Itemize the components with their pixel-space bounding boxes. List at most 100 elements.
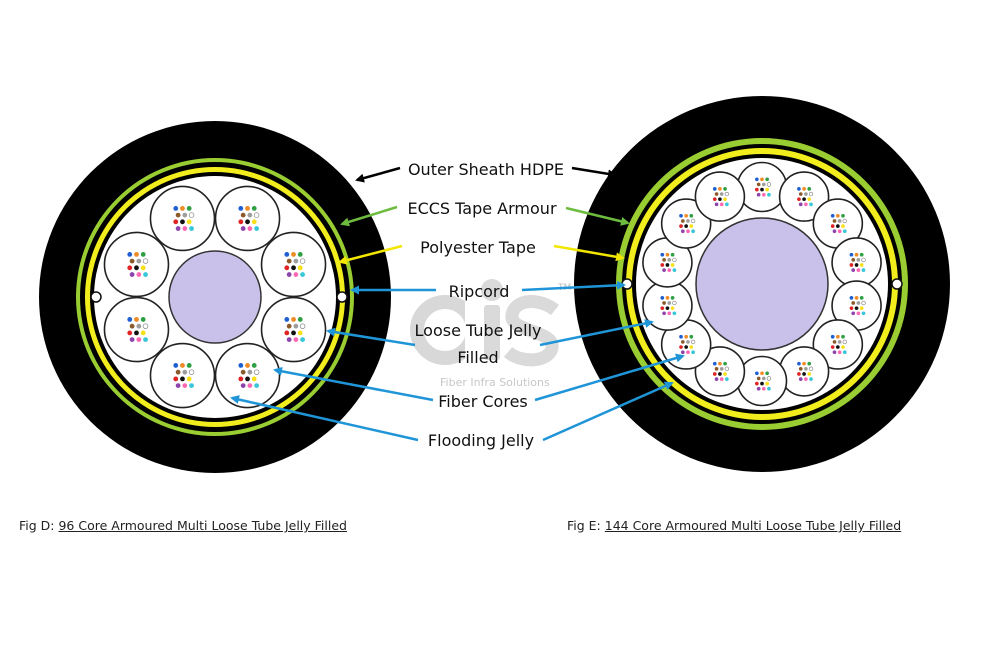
fiber-core <box>851 268 856 272</box>
fiber-core <box>680 350 685 355</box>
fiber-core <box>672 257 677 262</box>
fiber-core <box>684 345 688 349</box>
fiber-core <box>719 192 724 196</box>
label-loose-tube-line1: Loose Tube Jelly <box>415 321 542 340</box>
fiber-core <box>670 263 675 267</box>
fiber-core <box>286 337 292 343</box>
fiber-core <box>802 361 806 366</box>
fiber-core <box>291 317 296 322</box>
fiber-core <box>180 219 185 225</box>
fiber-core <box>175 212 181 218</box>
fiber-core <box>690 339 696 345</box>
fiber-core <box>679 213 683 218</box>
fiber-core <box>136 258 142 264</box>
fiber-core <box>841 213 845 218</box>
fiber-core <box>662 258 666 262</box>
fiber-core <box>723 372 727 376</box>
fiber-core <box>859 306 864 310</box>
fiber-core <box>842 218 847 224</box>
ripcord <box>90 291 102 303</box>
fiber-core <box>755 187 759 192</box>
fiber-core <box>299 258 306 264</box>
caption-fig-e-title: 144 Core Armoured Multi Loose Tube Jelly… <box>604 518 902 533</box>
fiber-core <box>684 213 688 218</box>
fiber-core <box>849 296 854 300</box>
fiber-core <box>293 258 299 264</box>
fiber-core <box>173 376 179 382</box>
fiber-core <box>723 361 727 366</box>
fiber-core <box>679 224 683 228</box>
fiber-core <box>851 301 856 305</box>
fiber-core <box>665 296 670 300</box>
fiber-core <box>180 363 185 368</box>
fiber-core <box>284 317 290 322</box>
fiber-core <box>718 187 722 191</box>
fiber-core <box>756 376 761 381</box>
fiber-core <box>765 371 769 376</box>
cis-watermark: Fiber Infra Solutions TM <box>410 279 571 389</box>
fiber-core <box>175 226 181 231</box>
fiber-core <box>724 191 729 197</box>
arrow-flooding-left <box>230 395 419 442</box>
fiber-core <box>837 350 842 355</box>
fiber-core <box>798 377 803 381</box>
fiber-core <box>238 219 244 225</box>
fiber-core <box>756 386 761 391</box>
arrow-armour-right <box>565 206 630 226</box>
arrow-loose-tube-right <box>539 319 654 347</box>
fiber-core <box>859 296 864 300</box>
fiber-core <box>665 263 670 267</box>
fiber-core <box>680 219 685 223</box>
fiber-core <box>859 263 864 267</box>
fiber-core <box>291 330 296 336</box>
watermark-tagline: Fiber Infra Solutions <box>440 376 550 389</box>
fiber-core <box>670 252 675 257</box>
fiber-core <box>714 192 719 196</box>
fiber-core <box>851 311 856 316</box>
fiber-core <box>182 369 188 375</box>
fiber-core <box>186 376 192 382</box>
fiber-core <box>849 252 854 257</box>
fiber-core <box>247 383 253 389</box>
fiber-core <box>136 337 142 343</box>
fiber-core <box>691 229 695 234</box>
fiber-core <box>660 306 665 310</box>
fiber-core <box>804 202 808 207</box>
fiber-core <box>293 337 299 343</box>
loose-tube <box>778 346 830 397</box>
fiber-core <box>760 187 764 192</box>
fiber-core <box>300 272 306 277</box>
fiber-core <box>755 381 759 386</box>
label-fiber-cores: Fiber Cores <box>438 392 528 411</box>
fiber-core <box>689 213 694 218</box>
fiber-core <box>766 376 772 381</box>
fiber-core <box>765 187 769 192</box>
caption-fig-d: Fig D: 96 Core Armoured Multi Loose Tube… <box>19 518 347 533</box>
fiber-core <box>797 361 801 366</box>
loose-tube <box>260 296 327 363</box>
fiber-core <box>253 212 260 218</box>
fiber-core <box>841 334 845 339</box>
fiber-core <box>718 361 722 366</box>
fiber-core <box>297 265 303 271</box>
fiber-core <box>854 263 859 267</box>
fiber-core <box>140 330 146 336</box>
fiber-core <box>804 192 808 196</box>
fiber-core <box>286 323 292 329</box>
arrow-ripcord-right <box>521 280 626 292</box>
fiber-core <box>134 317 139 322</box>
fiber-core <box>180 376 185 382</box>
fiber-core <box>761 386 766 391</box>
fiber-core <box>854 296 859 300</box>
loose-tube <box>149 342 216 409</box>
fiber-core <box>854 306 859 310</box>
fiber-core <box>861 300 866 306</box>
fiber-core <box>760 371 764 376</box>
fiber-core <box>712 187 717 191</box>
fiber-core <box>186 363 192 368</box>
fiber-core <box>284 265 290 271</box>
fiber-core <box>691 350 695 355</box>
fiber-core <box>761 182 766 187</box>
fiber-core <box>756 182 761 187</box>
